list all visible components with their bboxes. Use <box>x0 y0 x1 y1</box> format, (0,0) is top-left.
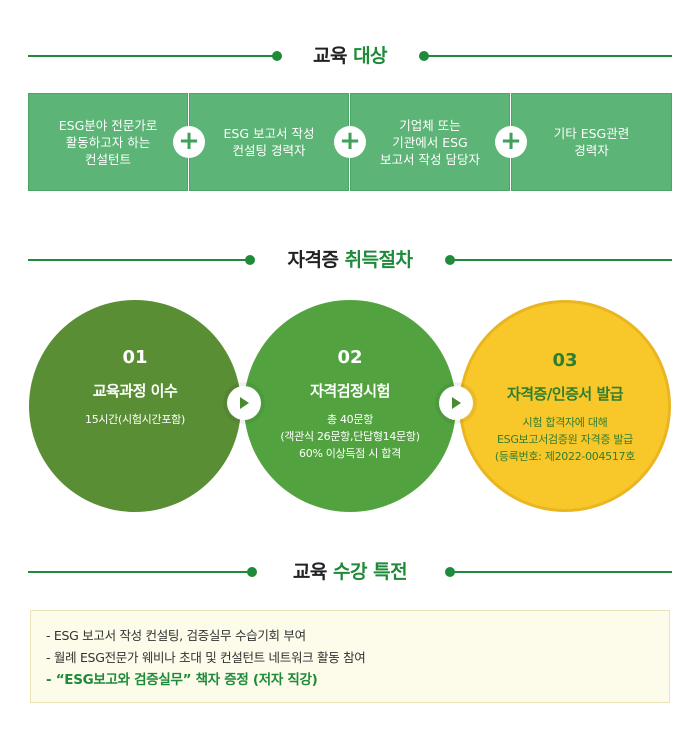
divider-line-left <box>28 571 248 573</box>
step-description: 총 40문항 (객관식 26문항,단답형14문항) 60% 이상득점 시 합격 <box>280 413 420 460</box>
step-circle-3: 03 자격증/인증서 발급 시험 합격자에 대해 ESG보고서검증원 자격증 발… <box>459 300 671 512</box>
plus-icon: + <box>334 126 366 158</box>
step-circle-1: 01 교육과정 이수 15시간(시험시간포함) <box>29 300 241 512</box>
target-box: 기업체 또는 기관에서 ESG 보고서 작성 담당자 <box>350 93 510 191</box>
step-number: 01 <box>122 347 148 368</box>
benefits-box: - ESG 보고서 작성 컨설팅, 검증실무 수습기회 부여 - 월례 ESG전… <box>30 610 670 703</box>
benefit-item-highlight: - “ESG보고와 검증실무” 책자 증정 (저자 직강) <box>46 672 318 688</box>
divider-line-right <box>450 259 672 261</box>
target-box: 기타 ESG관련 경력자 <box>511 93 672 191</box>
step-number: 02 <box>337 347 363 368</box>
divider-dot-left <box>247 567 257 577</box>
step-circle-2: 02 자격검정시험 총 40문항 (객관식 26문항,단답형14문항) 60% … <box>244 300 456 512</box>
target-box: ESG분야 전문가로 활동하고자 하는 컨설턴트 <box>28 93 188 191</box>
section-header-benefits: 교육 수강 특전 <box>28 557 672 587</box>
play-arrow-icon <box>439 386 473 420</box>
plus-icon: + <box>495 126 527 158</box>
section-title-benefits: 교육 수강 특전 <box>292 561 408 583</box>
divider-dot-left <box>245 255 255 265</box>
step-number: 03 <box>552 350 578 371</box>
benefit-item: - 월례 ESG전문가 웨비나 초대 및 컨설턴트 네트워크 활동 참여 <box>46 650 366 665</box>
target-box: ESG 보고서 작성 컨설팅 경력자 <box>189 93 349 191</box>
divider-line-left <box>28 55 273 57</box>
benefit-item: - ESG 보고서 작성 컨설팅, 검증실무 수습기회 부여 <box>46 628 306 643</box>
step-title: 교육과정 이수 <box>92 382 178 400</box>
play-arrow-icon <box>227 386 261 420</box>
section-header-target: 교육 대상 <box>28 41 672 71</box>
target-audience-list: ESG분야 전문가로 활동하고자 하는 컨설턴트 ESG 보고서 작성 컨설팅 … <box>28 93 672 191</box>
divider-line-left <box>28 259 246 261</box>
divider-line-right <box>424 55 672 57</box>
section-title-procedure: 자격증 취득절차 <box>287 249 413 271</box>
divider-line-right <box>450 571 672 573</box>
divider-dot-left <box>272 51 282 61</box>
step-title: 자격검정시험 <box>310 382 390 400</box>
plus-icon: + <box>173 126 205 158</box>
step-description: 시험 합격자에 대해 ESG보고서검증원 자격증 발급 (등록번호: 제2022… <box>494 416 636 463</box>
section-header-procedure: 자격증 취득절차 <box>28 245 672 275</box>
section-title-target: 교육 대상 <box>312 45 388 67</box>
step-title: 자격증/인증서 발급 <box>506 385 624 403</box>
step-description: 15시간(시험시간포함) <box>85 413 185 426</box>
